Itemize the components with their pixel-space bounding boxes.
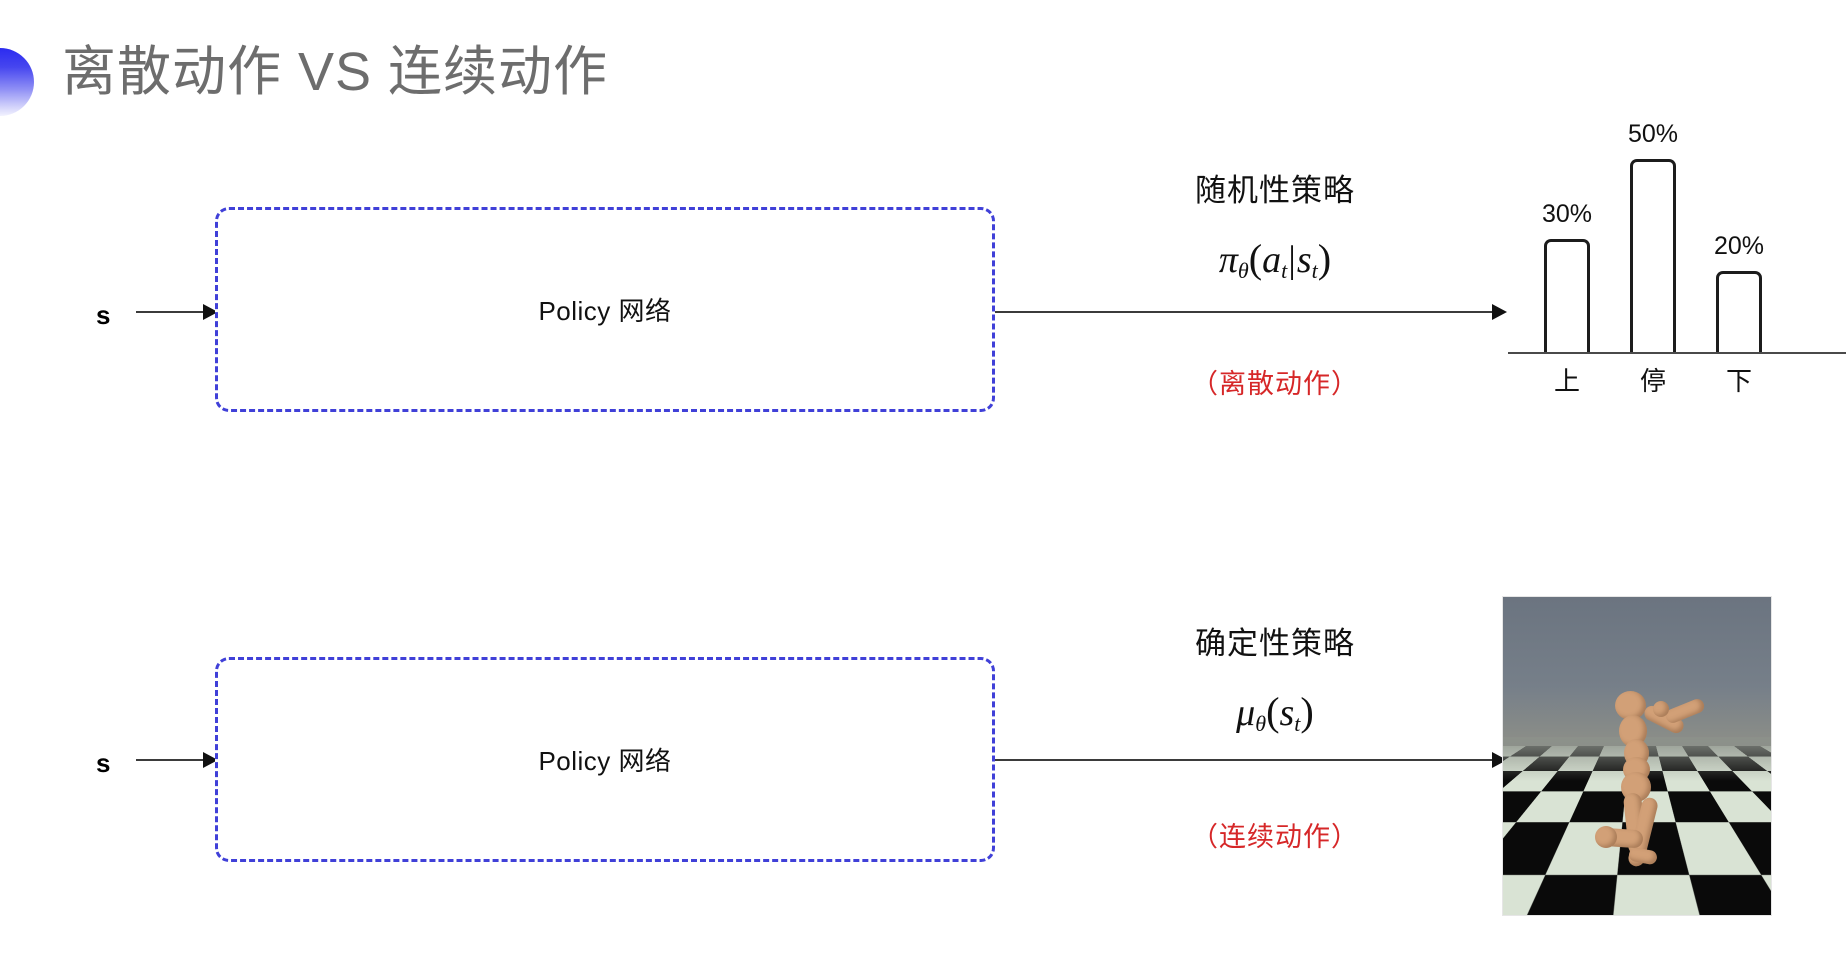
formula-close-paren: ) xyxy=(1300,689,1314,734)
policy-network-label: Policy 网络 xyxy=(538,746,672,776)
bar-value-label-stop: 50% xyxy=(1627,120,1679,148)
formula-bar: | xyxy=(1288,239,1296,281)
formula-fn: π xyxy=(1218,239,1238,281)
half-circle-gradient-icon xyxy=(0,48,34,116)
state-input-label-continuous: s xyxy=(96,748,111,778)
policy-network-label: Policy 网络 xyxy=(538,296,672,326)
bar-value-label-up: 30% xyxy=(1541,200,1593,228)
bar-tick-label-stop: 停 xyxy=(1639,366,1666,396)
formula-arg1: a xyxy=(1262,239,1282,281)
humanoid-simulation-image xyxy=(1502,596,1772,916)
formula-fn: μ xyxy=(1236,692,1256,734)
action-type-note-continuous: （连续动作） xyxy=(1191,822,1359,852)
bar-rect-stop[interactable] xyxy=(1630,159,1676,354)
formula-arg2-sub: t xyxy=(1311,258,1318,284)
formula-arg1: s xyxy=(1279,692,1295,734)
formula-arg1-sub: t xyxy=(1294,711,1301,737)
input-arrow-discrete xyxy=(136,304,218,320)
formula-arg1-sub: t xyxy=(1281,258,1288,284)
policy-formula-discrete: πθ(at|st) xyxy=(1135,235,1415,284)
policy-type-caption-continuous: 确定性策略 xyxy=(1195,626,1355,661)
humanoid-hand xyxy=(1653,701,1669,717)
bar-plot-area: 30% 上 50% 停 20% 下 xyxy=(1530,120,1780,396)
bar-value-label-down: 20% xyxy=(1713,232,1765,260)
humanoid-knee xyxy=(1595,826,1617,848)
bar-group-stop: 50% 停 xyxy=(1628,120,1678,396)
page-title: 离散动作 VS 连续动作 xyxy=(62,42,609,102)
input-arrow-continuous xyxy=(136,752,218,768)
bar-tick-label-down: 下 xyxy=(1725,366,1752,396)
formula-sub: θ xyxy=(1255,711,1267,737)
formula-arg2: s xyxy=(1296,239,1312,281)
slide-header: 离散动作 VS 连续动作 xyxy=(0,20,1846,120)
output-arrow-continuous xyxy=(995,752,1507,768)
policy-type-caption-discrete: 随机性策略 xyxy=(1195,173,1355,208)
policy-network-box-discrete[interactable]: Policy 网络 xyxy=(215,207,995,412)
formula-open-paren: ( xyxy=(1248,236,1263,281)
policy-network-box-continuous[interactable]: Policy 网络 xyxy=(215,657,995,862)
bar-chart-x-axis xyxy=(1508,352,1846,354)
bar-tick-label-up: 上 xyxy=(1553,366,1580,396)
formula-open-paren: ( xyxy=(1266,689,1280,734)
bar-rect-up[interactable] xyxy=(1544,239,1590,354)
state-input-label-discrete: s xyxy=(96,300,111,330)
policy-formula-continuous: μθ(st) xyxy=(1135,688,1415,737)
discrete-action-bar-chart: 30% 上 50% 停 20% 下 xyxy=(1488,100,1846,400)
formula-close-paren: ) xyxy=(1317,236,1332,281)
bar-group-down: 20% 下 xyxy=(1714,124,1764,396)
action-type-note-discrete: （离散动作） xyxy=(1191,369,1359,399)
output-arrow-discrete xyxy=(995,304,1507,320)
formula-sub: θ xyxy=(1237,258,1249,284)
bar-group-up: 30% 上 xyxy=(1542,124,1592,396)
bar-rect-down[interactable] xyxy=(1716,271,1762,354)
